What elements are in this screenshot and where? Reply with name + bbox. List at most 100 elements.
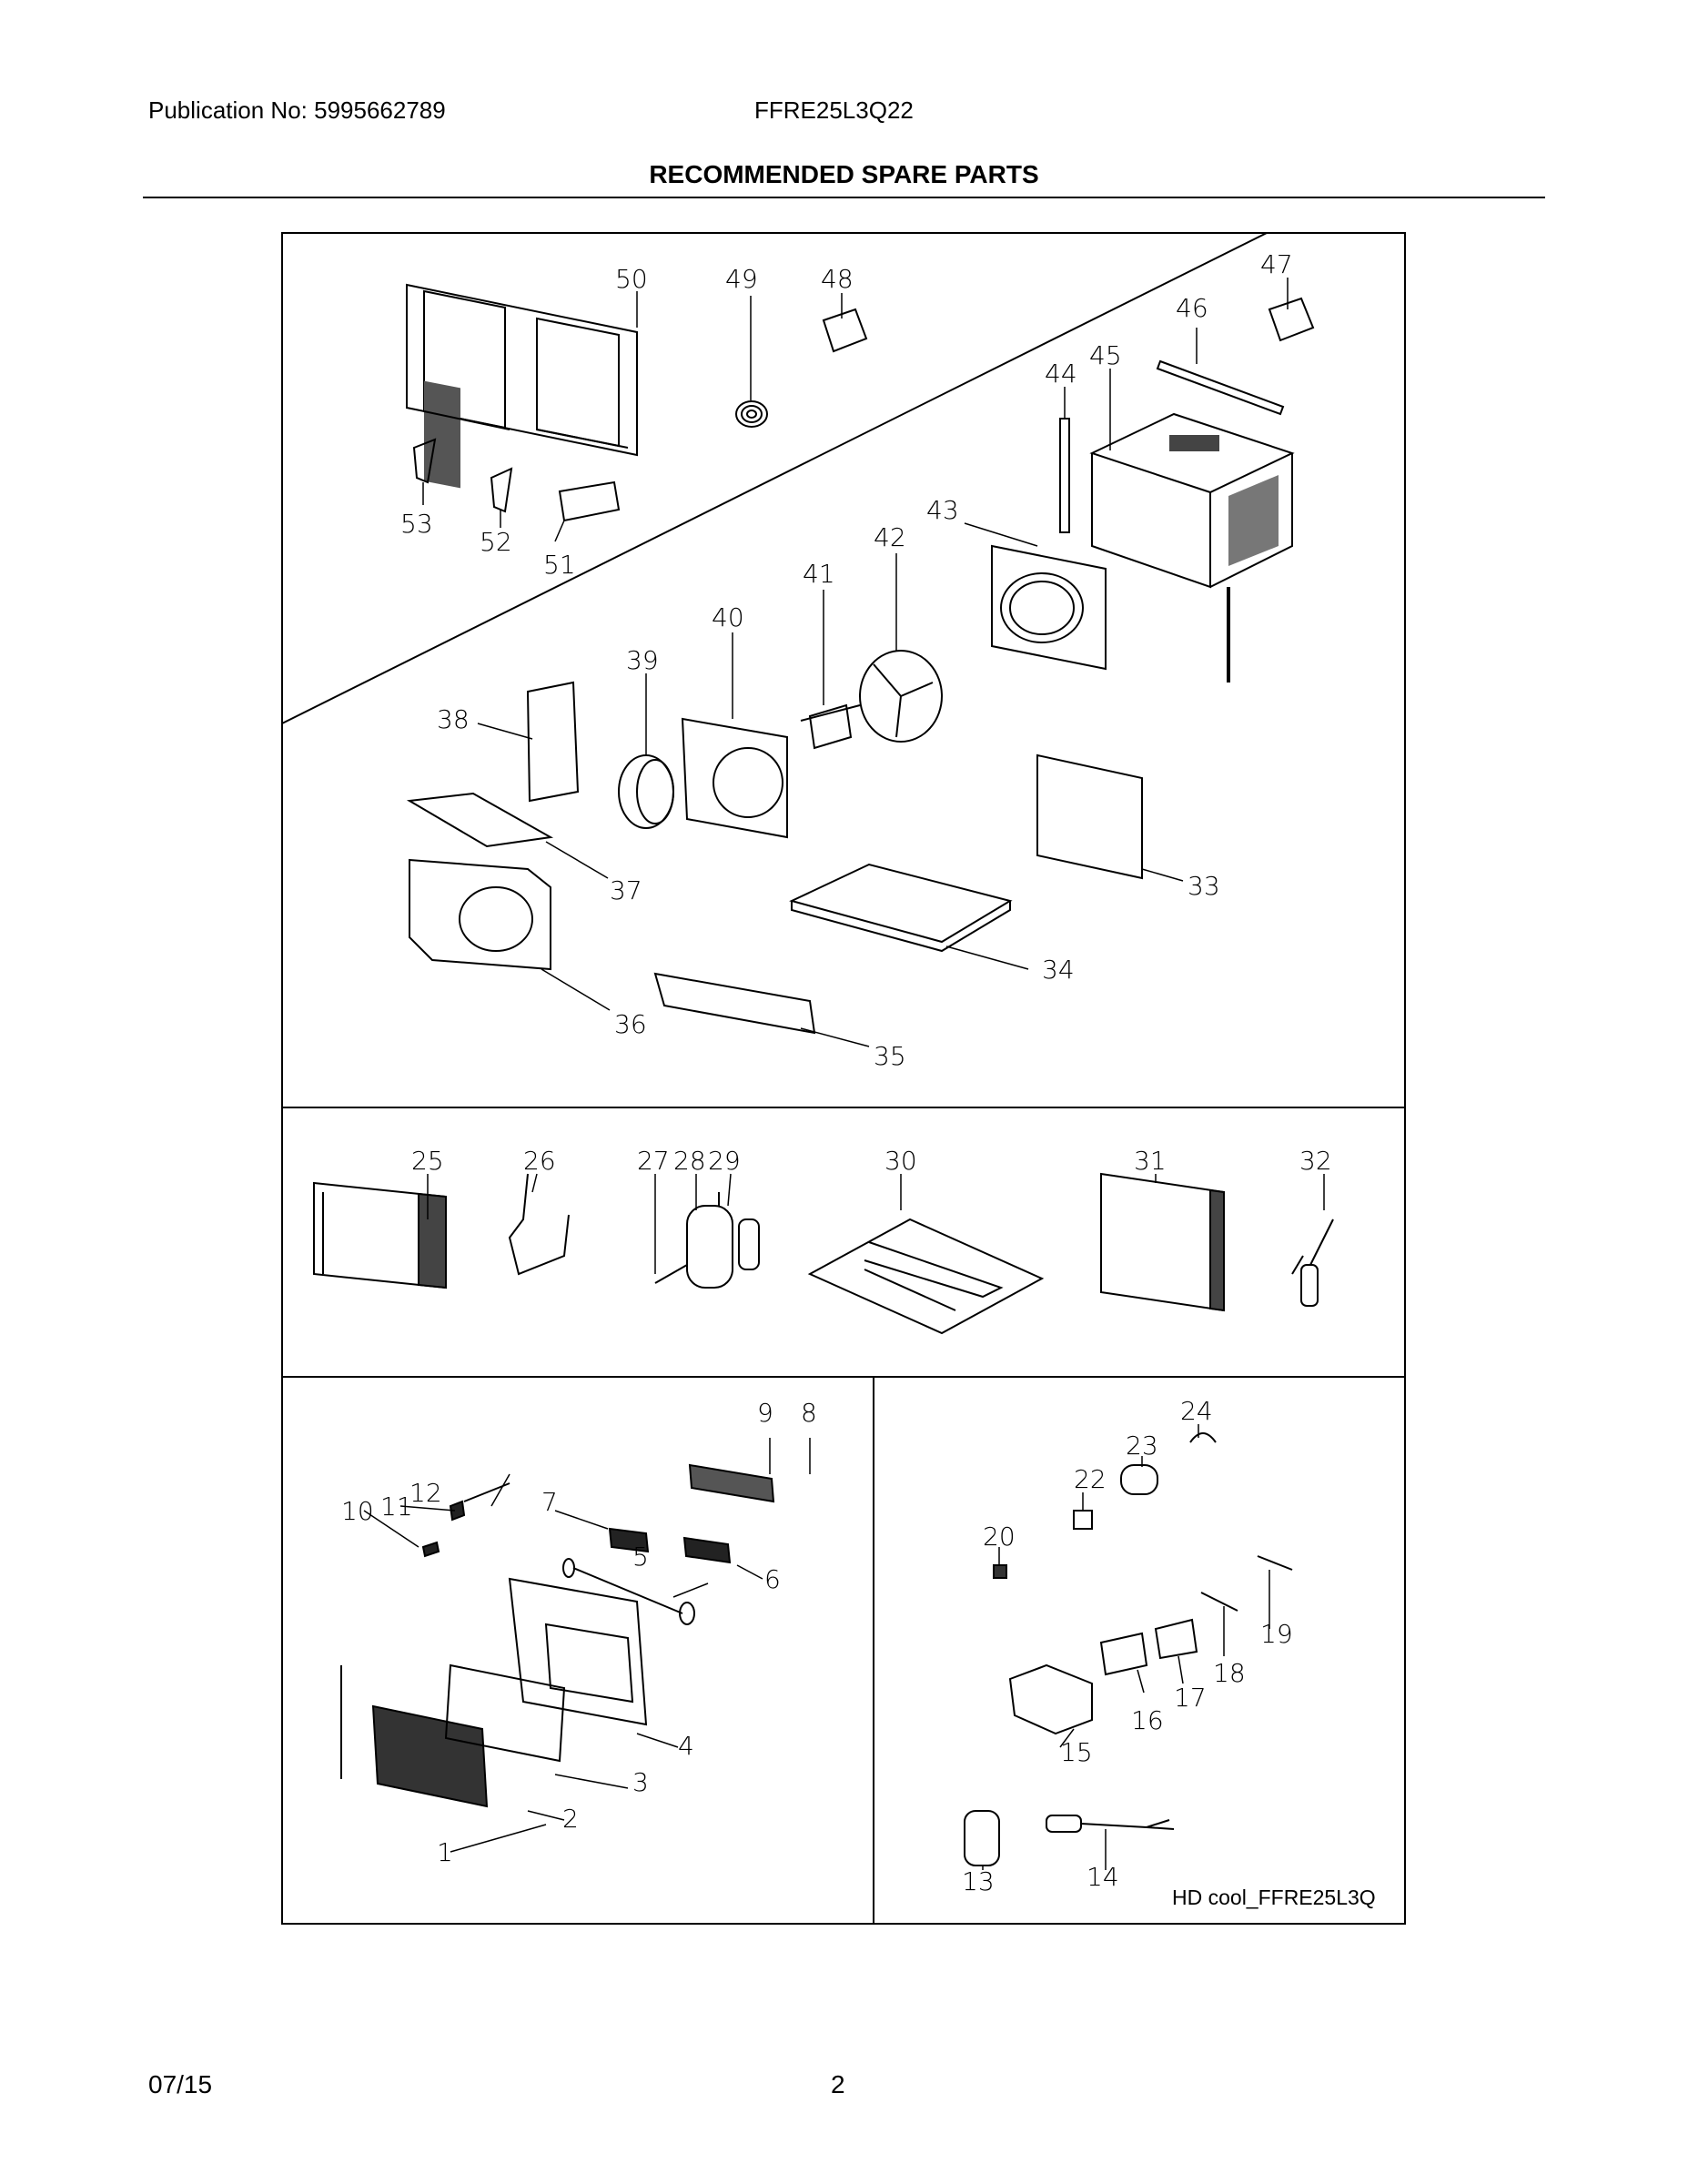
diagram-frame [281, 232, 1406, 1925]
part-number-label: 8 [801, 1398, 817, 1428]
leader-lines-bottom-left [363, 1438, 811, 1853]
wire-harness-part [1257, 1555, 1293, 1571]
part-number-label: 39 [626, 645, 659, 675]
drain-tray-part [653, 972, 816, 1035]
cover-part [1154, 1618, 1198, 1660]
evaporator-coil-part [313, 1181, 447, 1289]
power-cord-part [1046, 1815, 1175, 1833]
bracket-plate-part [406, 792, 554, 848]
part-number-label: 52 [480, 527, 512, 557]
part-number-label: 4 [678, 1731, 694, 1761]
parts-middle-section [313, 1172, 1334, 1335]
front-grille-part [340, 1665, 489, 1808]
clip-part [558, 480, 621, 522]
model-number: FFRE25L3Q22 [754, 96, 914, 124]
part-number-label: 40 [712, 602, 744, 632]
leader-lines-middle [427, 1173, 1325, 1274]
part-number-label: 3 [632, 1767, 649, 1797]
front-panel-part [508, 1577, 648, 1726]
capacitor-part [1120, 1464, 1158, 1495]
page-number: 2 [831, 2070, 845, 2098]
part-number-label: 51 [543, 550, 576, 580]
clamp-part [1189, 1432, 1217, 1443]
window-panels-part [406, 283, 638, 489]
part-number-label: 9 [757, 1398, 773, 1428]
part-number-label: 46 [1176, 293, 1208, 323]
part-number-label: 53 [400, 509, 433, 539]
part-number-label: 49 [725, 264, 758, 294]
diagonal-divider [281, 232, 1268, 724]
parts-bottom-right [964, 1432, 1293, 1866]
publication-label: Publication No: [148, 96, 308, 124]
blower-wheel-part [618, 754, 674, 829]
publication-number-header: Publication No: 5995662789 [148, 96, 446, 125]
part-number-label: 45 [1089, 340, 1122, 370]
front-housing-part [409, 858, 551, 971]
part-number-label: 27 [637, 1146, 670, 1176]
part-number-label: 7 [541, 1487, 558, 1517]
tubing-assembly-part [807, 1218, 1045, 1335]
title-rule [143, 197, 1545, 198]
knob-part [562, 1558, 695, 1625]
diagram-caption: HD cool_FFRE25L3Q [1172, 1886, 1376, 1909]
screw-bag-part [1268, 297, 1315, 342]
seal-strip-part [1059, 418, 1070, 533]
part-number-label: 25 [411, 1146, 444, 1176]
part-number-label: 29 [708, 1146, 741, 1176]
part-number-label: 10 [341, 1496, 374, 1526]
part-number-label: 38 [437, 704, 470, 734]
cabinet-part [1089, 412, 1295, 589]
small-part [421, 1541, 440, 1558]
blower-housing-part [681, 717, 788, 839]
part-number-label: 48 [821, 264, 854, 294]
part-number-label: 32 [1299, 1146, 1332, 1176]
part-number-label: 43 [926, 495, 959, 525]
part-number-label: 5 [632, 1542, 649, 1572]
leader-lines-bottom-right [982, 1424, 1270, 1870]
remote-control-part [964, 1810, 1000, 1866]
screw-bag-part [822, 308, 868, 353]
part-number-label: 2 [562, 1804, 579, 1834]
part-number-label: 13 [962, 1866, 995, 1896]
compressor-part [654, 1192, 760, 1289]
wire-harness-part [1200, 1592, 1238, 1612]
part-number-label: 31 [1134, 1146, 1167, 1176]
small-part [449, 1500, 466, 1522]
part-number-label: 44 [1045, 359, 1077, 389]
part-number-label: 50 [615, 264, 648, 294]
condenser-coil-part [1100, 1172, 1225, 1312]
part-number-label: 30 [884, 1146, 917, 1176]
control-board-part [688, 1463, 775, 1503]
part-number-label: 12 [409, 1478, 442, 1508]
fan-shroud-part [991, 544, 1107, 671]
control-bracket-part [526, 681, 580, 803]
part-number-label: 23 [1126, 1431, 1158, 1461]
parts-top-section [406, 283, 1315, 1035]
relay-part [1073, 1510, 1093, 1530]
fan-blade-part [859, 650, 943, 743]
part-number-label: 6 [764, 1564, 781, 1594]
part-number-label: 26 [523, 1146, 556, 1176]
part-number-label: 11 [380, 1491, 413, 1522]
valve-part [1291, 1218, 1334, 1307]
part-number-label: 42 [874, 522, 906, 552]
leader-lines-top [422, 278, 1289, 1047]
part-number-label: 16 [1131, 1705, 1164, 1735]
part-number-label: 24 [1180, 1396, 1213, 1426]
part-number-label: 34 [1042, 955, 1075, 985]
switch-part [993, 1564, 1007, 1579]
base-pan-part [789, 863, 1013, 953]
spring-coil-part [735, 400, 768, 428]
part-number-label: 19 [1260, 1619, 1293, 1649]
part-number-label: 22 [1074, 1464, 1107, 1494]
plate-part [1099, 1632, 1148, 1676]
tube-part [508, 1173, 570, 1276]
part-number-label: 37 [610, 875, 642, 905]
handle-part [608, 1527, 650, 1553]
publication-number: 5995662789 [314, 96, 446, 124]
part-number-label: 41 [803, 559, 835, 589]
part-number-label: 15 [1060, 1737, 1093, 1767]
part-number-label: 33 [1188, 871, 1220, 901]
